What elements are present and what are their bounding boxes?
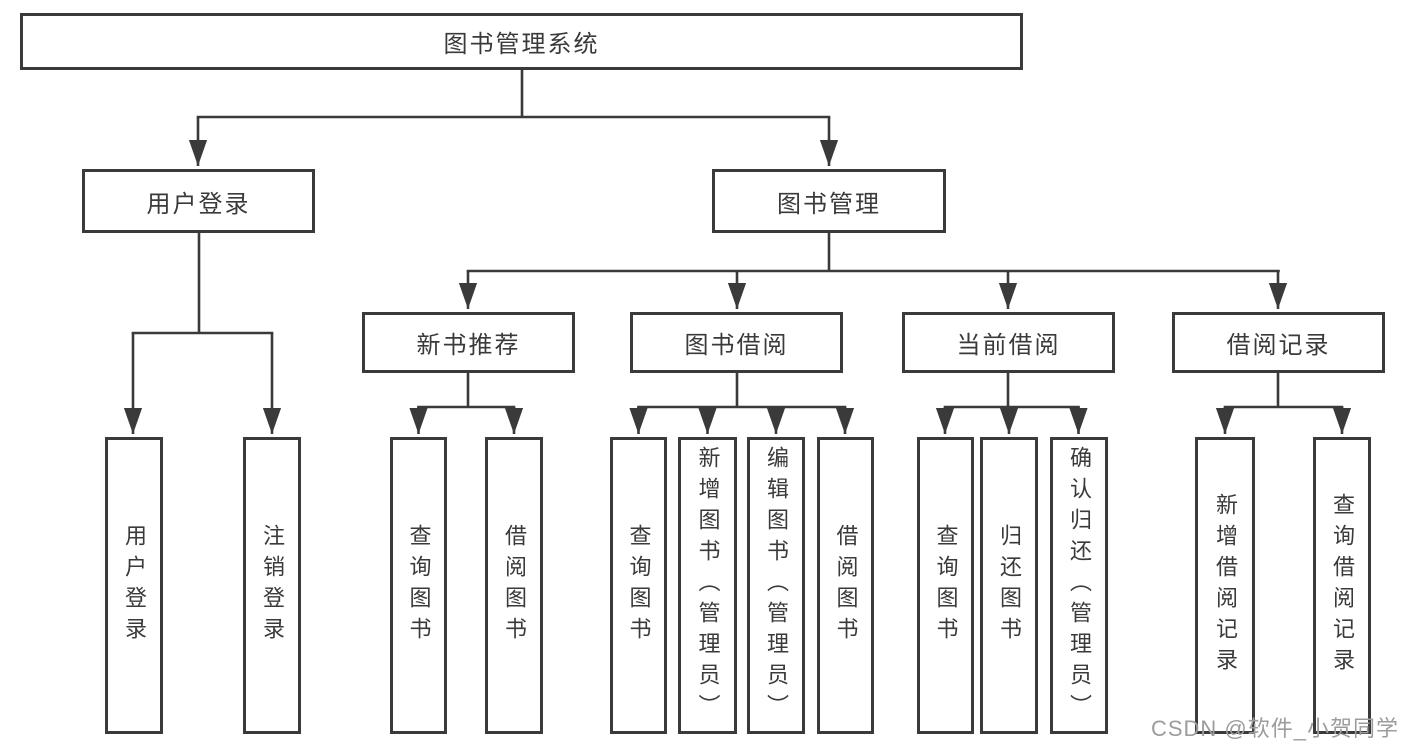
leaf-record-query-record-label: 查询借阅记录 xyxy=(1330,492,1355,679)
leaf-borrow-add-book-label: 新增图书（管理员） xyxy=(695,446,721,725)
leaf-current-query-book: 查询图书 xyxy=(917,437,974,734)
leaf-current-return-book-label: 归还图书 xyxy=(997,523,1022,648)
leaf-borrow-query-book-label: 查询图书 xyxy=(626,523,652,648)
leaf-borrow-add-book: 新增图书（管理员） xyxy=(678,437,737,734)
leaf-user-login: 用户登录 xyxy=(105,437,163,734)
node-current-borrow-label: 当前借阅 xyxy=(956,332,1061,359)
leaf-record-query-record: 查询借阅记录 xyxy=(1313,437,1371,734)
connector-current-borrow-children xyxy=(935,373,1088,434)
leaf-record-add-record-label: 新增借阅记录 xyxy=(1213,492,1238,679)
leaf-borrow-query-book: 查询图书 xyxy=(610,437,667,734)
node-book-borrow: 图书借阅 xyxy=(630,312,843,373)
node-user-login: 用户登录 xyxy=(82,169,315,233)
node-borrow-record: 借阅记录 xyxy=(1172,312,1385,373)
node-library-system: 图书管理系统 xyxy=(20,13,1023,70)
leaf-record-add-record: 新增借阅记录 xyxy=(1195,437,1255,734)
connector-new-book-children xyxy=(409,373,524,434)
leaf-logout-login-label: 注销登录 xyxy=(260,523,285,648)
node-user-login-label: 用户登录 xyxy=(146,190,251,218)
leaf-borrow-borrow-book-label: 借阅图书 xyxy=(833,523,859,648)
connector-root-to-level2 xyxy=(188,70,839,166)
node-borrow-record-label: 借阅记录 xyxy=(1226,332,1331,359)
node-new-book-recommend: 新书推荐 xyxy=(362,312,575,373)
connector-borrow-record-children xyxy=(1215,373,1352,434)
node-current-borrow: 当前借阅 xyxy=(902,312,1115,373)
leaf-newrec-query-book-label: 查询图书 xyxy=(406,523,432,648)
node-book-borrow-label: 图书借阅 xyxy=(684,332,789,359)
leaf-logout-login: 注销登录 xyxy=(243,437,301,734)
connector-user-login-children xyxy=(123,233,282,434)
leaf-current-confirm-return: 确认归还（管理员） xyxy=(1050,437,1108,734)
leaf-borrow-edit-book-label: 编辑图书（管理员） xyxy=(764,446,789,725)
leaf-borrow-edit-book: 编辑图书（管理员） xyxy=(747,437,805,734)
connector-book-borrow-children xyxy=(629,373,855,434)
node-new-book-recommend-label: 新书推荐 xyxy=(416,332,521,359)
leaf-newrec-borrow-book-label: 借阅图书 xyxy=(502,523,527,648)
leaf-current-confirm-return-label: 确认归还（管理员） xyxy=(1067,446,1092,725)
leaf-user-login-label: 用户登录 xyxy=(122,523,147,648)
node-library-system-label: 图书管理系统 xyxy=(443,31,600,58)
connector-book-mgmt-to-level3 xyxy=(458,233,1288,309)
leaf-current-return-book: 归还图书 xyxy=(980,437,1038,734)
node-book-management-label: 图书管理 xyxy=(777,190,881,218)
leaf-newrec-borrow-book: 借阅图书 xyxy=(485,437,543,734)
csdn-watermark: CSDN @软件_小贺同学 xyxy=(1150,716,1399,741)
leaf-current-query-book-label: 查询图书 xyxy=(933,523,959,648)
leaf-borrow-borrow-book: 借阅图书 xyxy=(817,437,874,734)
node-book-management: 图书管理 xyxy=(712,169,946,233)
leaf-newrec-query-book: 查询图书 xyxy=(390,437,447,734)
